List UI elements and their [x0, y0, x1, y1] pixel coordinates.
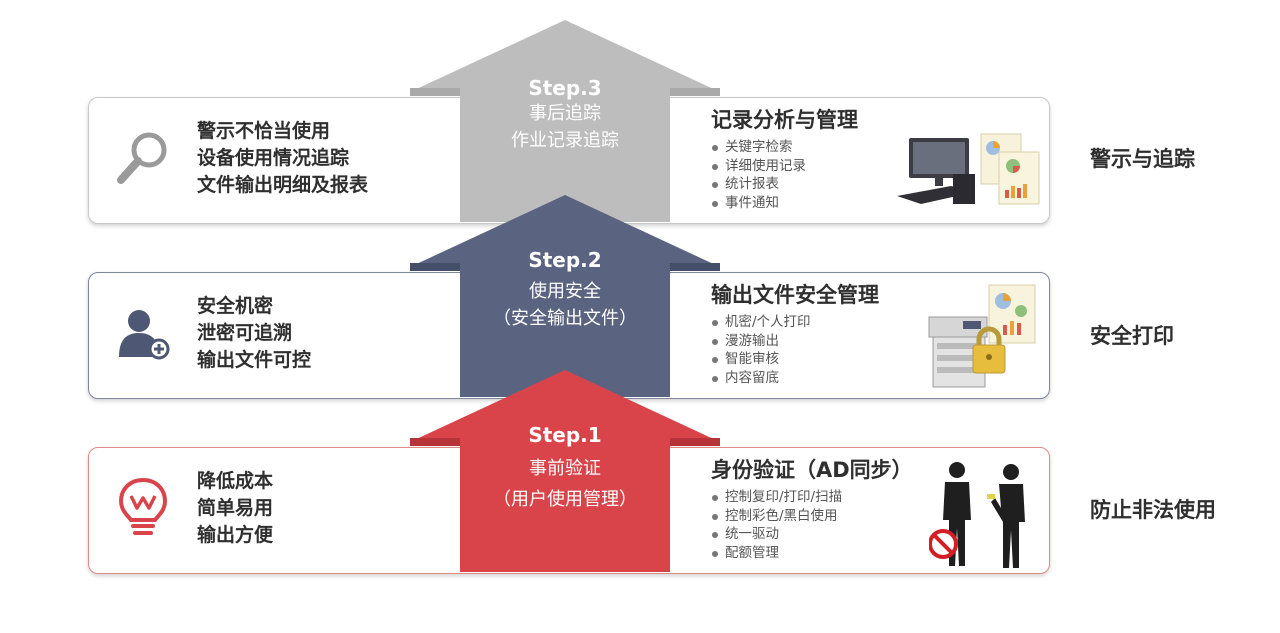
computer-report-icon: [895, 130, 1045, 220]
step1-arrow-line: 事前验证: [529, 458, 601, 479]
feature-title: 输出文件安全管理: [711, 283, 879, 307]
step2-benefits: 安全机密 泄密可追溯 输出文件可控: [197, 293, 311, 374]
feature-item: 控制复印/打印/扫描: [711, 488, 941, 507]
feature-list: 机密/个人打印 漫游输出 智能审核 内容留底: [711, 313, 941, 387]
step1-benefits: 降低成本 简单易用 输出方便: [197, 468, 273, 549]
step2-side-label: 安全打印: [1090, 324, 1174, 348]
feature-item: 详细使用记录: [711, 157, 941, 176]
step3-arrow-line: 作业记录追踪: [511, 130, 619, 151]
benefit-line: 安全机密: [197, 295, 274, 317]
feature-item: 控制彩色/黑白使用: [711, 507, 941, 526]
feature-list: 关键字检索 详细使用记录 统计报表 事件通知: [711, 138, 941, 212]
benefit-line: 输出方便: [197, 524, 274, 546]
benefit-line: 设备使用情况追踪: [197, 147, 350, 169]
feature-item: 统计报表: [711, 175, 941, 194]
user-add-icon: [111, 301, 175, 365]
benefit-line: 简单易用: [197, 497, 274, 519]
feature-item: 内容留底: [711, 369, 941, 388]
benefit-line: 泄密可追溯: [197, 322, 293, 344]
step1-arrow: Step.1 事前验证 （用户使用管理）: [410, 370, 720, 572]
step3-arrow-line: 事后追踪: [529, 103, 601, 124]
step2-arrow-line: 使用安全: [529, 281, 601, 302]
step2-features: 输出文件安全管理 机密/个人打印 漫游输出 智能审核 内容留底: [711, 279, 941, 387]
step3-side-label: 警示与追踪: [1090, 147, 1195, 171]
lightbulb-icon: [111, 476, 175, 540]
feature-item: 智能审核: [711, 350, 941, 369]
feature-item: 关键字检索: [711, 138, 941, 157]
magnifier-icon: [111, 126, 175, 190]
step3-benefits: 警示不恰当使用 设备使用情况追踪 文件输出明细及报表: [197, 118, 368, 199]
step2-label: Step.2: [528, 248, 602, 272]
benefit-line: 警示不恰当使用: [197, 120, 331, 142]
step3-features: 记录分析与管理 关键字检索 详细使用记录 统计报表 事件通知: [711, 104, 941, 212]
feature-title: 记录分析与管理: [711, 108, 858, 132]
identity-check-icon: [928, 458, 1039, 572]
feature-item: 机密/个人打印: [711, 313, 941, 332]
printer-lock-icon: [923, 281, 1043, 393]
step3-arrow: Step.3 事后追踪 作业记录追踪: [410, 20, 720, 222]
feature-list: 控制复印/打印/扫描 控制彩色/黑白使用 统一驱动 配额管理: [711, 488, 941, 562]
feature-item: 事件通知: [711, 194, 941, 213]
step1-arrow-line: （用户使用管理）: [493, 489, 637, 510]
step1-label: Step.1: [528, 423, 602, 447]
benefit-line: 降低成本: [197, 470, 274, 492]
feature-item: 漫游输出: [711, 332, 941, 351]
benefit-line: 输出文件可控: [197, 349, 312, 371]
feature-item: 配额管理: [711, 544, 941, 563]
benefit-line: 文件输出明细及报表: [197, 174, 369, 196]
step3-label: Step.3: [528, 76, 602, 100]
step1-side-label: 防止非法使用: [1090, 498, 1216, 522]
step2-arrow: Step.2 使用安全 （安全输出文件）: [410, 195, 720, 397]
feature-item: 统一驱动: [711, 525, 941, 544]
feature-title: 身份验证（AD同步）: [711, 458, 913, 482]
step1-features: 身份验证（AD同步） 控制复印/打印/扫描 控制彩色/黑白使用 统一驱动 配额管…: [711, 454, 941, 562]
step2-arrow-line: （安全输出文件）: [493, 308, 637, 329]
